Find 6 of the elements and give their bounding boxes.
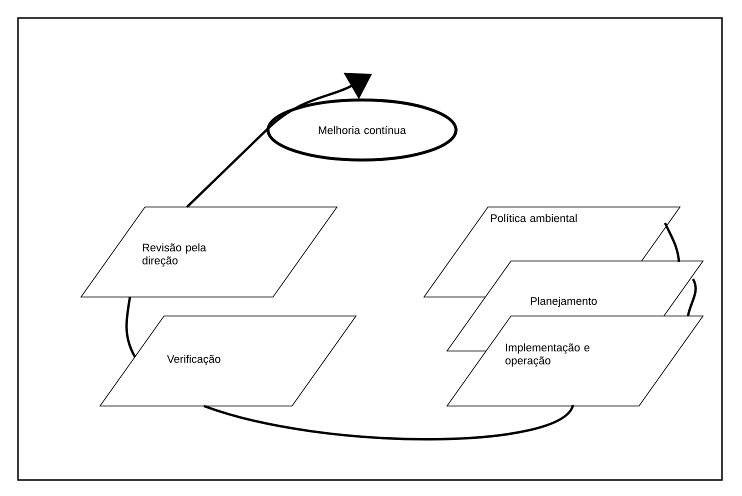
ellipse-node: Melhoria contínua bbox=[266, 98, 458, 162]
connector-line bbox=[186, 129, 268, 208]
connector-line bbox=[125, 296, 136, 358]
connector-line bbox=[204, 404, 574, 440]
connector-line bbox=[664, 222, 680, 262]
connector-line bbox=[686, 278, 697, 316]
